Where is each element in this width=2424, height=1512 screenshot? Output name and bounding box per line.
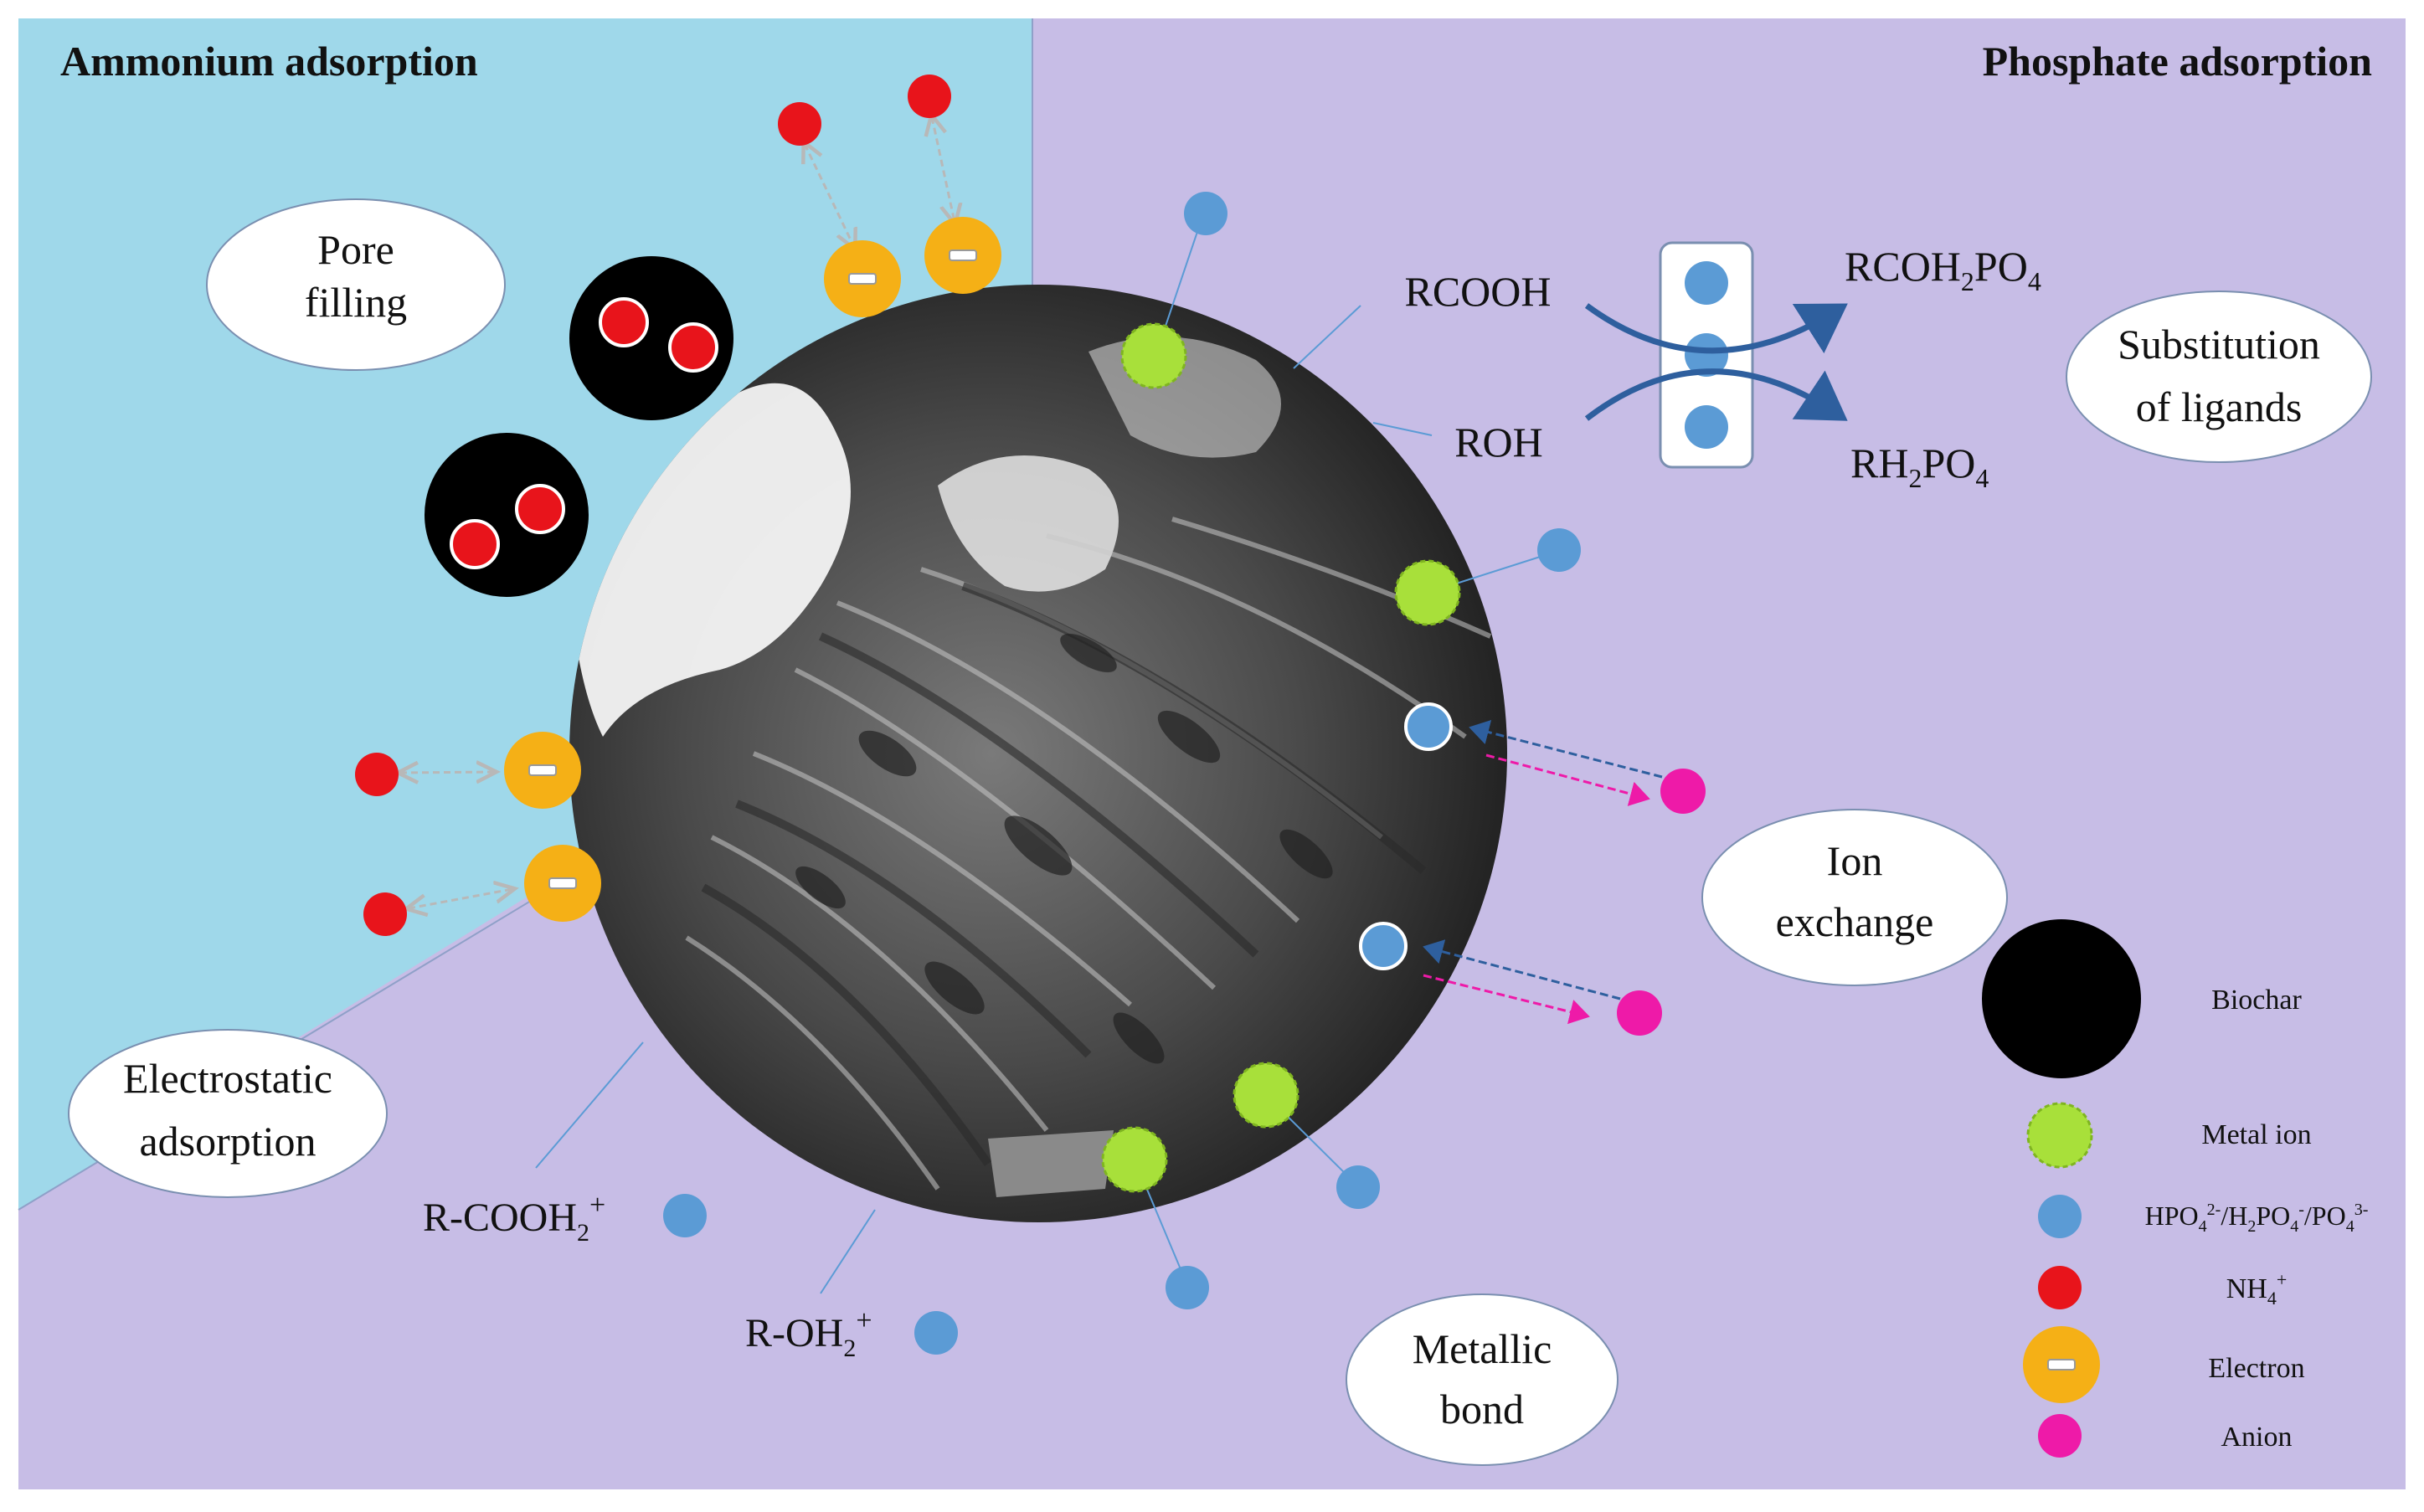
group-rh2po4: RH2PO4 xyxy=(1850,440,1989,493)
metal-phosphate-complex xyxy=(1101,192,1581,1309)
ammonium-ion xyxy=(355,753,399,796)
anion xyxy=(1617,990,1662,1036)
label-metallic-bond: Metallic bond xyxy=(1346,1293,1619,1466)
group-roh: ROH xyxy=(1454,419,1543,465)
group-rcoh2po4: RCOH2PO4 xyxy=(1845,243,2041,296)
svg-text:Pore: Pore xyxy=(317,226,394,273)
metal-ion xyxy=(1120,322,1187,389)
phosphate-ion xyxy=(1685,333,1728,377)
heading-ammonium: Ammonium adsorption xyxy=(60,38,478,85)
legend-biochar-label: Biochar xyxy=(2211,985,2302,1016)
svg-text:Electrostatic: Electrostatic xyxy=(123,1055,332,1102)
electron-ammonium-pair-top xyxy=(778,75,1001,317)
electron-ammonium-pair-left xyxy=(355,732,601,936)
phosphate-ion xyxy=(1184,192,1227,235)
svg-text:adsorption: adsorption xyxy=(139,1118,316,1165)
svg-text:exchange: exchange xyxy=(1776,898,1934,945)
phosphate-ion xyxy=(1359,922,1408,970)
phosphate-ion xyxy=(1685,405,1728,449)
svg-text:Metallic: Metallic xyxy=(1413,1325,1552,1372)
label-pore-filling: Pore filling xyxy=(206,198,506,371)
group-r-cooh2: R-COOH2+ xyxy=(423,1190,605,1247)
legend-ammonium-label: NH4+ xyxy=(2226,1269,2288,1309)
legend-anion-label: Anion xyxy=(2221,1422,2293,1453)
legend-phosphate-label: HPO42-/H2PO4-/PO43- xyxy=(2145,1201,2369,1236)
phosphate-ion xyxy=(1537,528,1581,572)
svg-text:Ion: Ion xyxy=(1827,837,1883,884)
biochar-sem-particle xyxy=(569,285,1507,1222)
legend-metal-ion-label: Metal ion xyxy=(2201,1119,2311,1150)
metal-ion xyxy=(1233,1062,1299,1129)
phosphate-ion xyxy=(1404,702,1453,751)
svg-text:filling: filling xyxy=(305,279,407,326)
protonated-groups: R-COOH2+ R-OH2+ xyxy=(423,1041,958,1362)
legend-ammonium-swatch xyxy=(2038,1266,2082,1309)
legend-biochar-swatch xyxy=(1982,919,2141,1078)
ammonium-ion xyxy=(363,892,407,936)
group-r-oh2: R-OH2+ xyxy=(745,1305,872,1362)
label-substitution-of-ligands: Substitution of ligands xyxy=(2066,291,2372,463)
group-rcooh: RCOOH xyxy=(1404,268,1551,315)
pore-with-ammonium xyxy=(569,256,733,420)
phosphate-ion xyxy=(1166,1266,1209,1309)
metal-ion xyxy=(1101,1126,1168,1193)
legend: Biochar Metal ion HPO42-/H2PO4-/PO43- NH… xyxy=(1982,919,2368,1458)
svg-text:of ligands: of ligands xyxy=(2136,383,2303,430)
phosphate-ion xyxy=(1685,261,1728,305)
label-electrostatic-adsorption: Electrostatic adsorption xyxy=(68,1029,388,1198)
phosphate-ion xyxy=(663,1194,707,1237)
ion-exchange-arrows xyxy=(1359,702,1706,1036)
legend-electron-label: Electron xyxy=(2208,1353,2304,1384)
ligand-substitution: RCOOH ROH RCOH2PO4 RH2PO4 xyxy=(1293,241,2041,493)
pore-with-ammonium xyxy=(425,433,589,597)
legend-anion-swatch xyxy=(2038,1414,2082,1458)
legend-metal-ion-swatch xyxy=(2026,1102,2093,1169)
phosphate-ion xyxy=(914,1311,958,1355)
heading-phosphate: Phosphate adsorption xyxy=(1983,38,2373,85)
metal-ion xyxy=(1394,559,1461,626)
legend-phosphate-swatch xyxy=(2038,1195,2082,1238)
ammonium-ion xyxy=(908,75,951,118)
anion xyxy=(1660,769,1706,814)
svg-text:bond: bond xyxy=(1440,1386,1524,1432)
ammonium-ion xyxy=(778,102,821,146)
phosphate-ion xyxy=(1336,1165,1380,1209)
label-ion-exchange: Ion exchange xyxy=(1701,809,2008,986)
svg-text:Substitution: Substitution xyxy=(2118,321,2320,368)
